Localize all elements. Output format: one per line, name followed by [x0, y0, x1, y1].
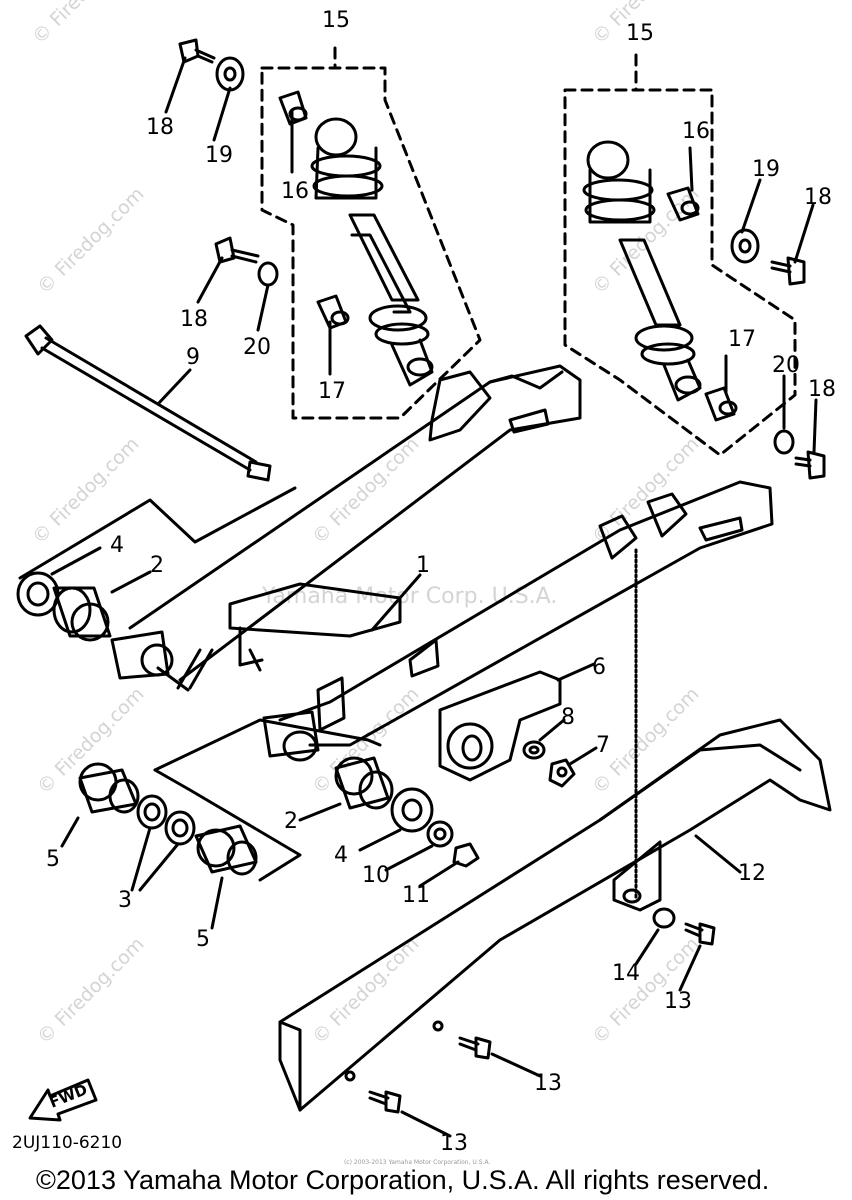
bushing-16-left	[278, 90, 308, 126]
bolt-18-upper	[178, 38, 216, 64]
part-label: 14	[612, 961, 640, 986]
part-label: 15	[626, 21, 654, 46]
fwd-label: FWD	[47, 1080, 90, 1111]
bushing-16-right	[666, 186, 700, 222]
part-label: 15	[322, 8, 350, 33]
left-shock-absorber	[310, 117, 434, 387]
part-label: 13	[440, 1131, 468, 1156]
nut-20-left	[257, 261, 279, 287]
watermark: © Firedog.com	[33, 183, 148, 298]
part-label: 6	[592, 655, 606, 680]
leader-group-lower2	[153, 768, 302, 882]
chain-case-12	[278, 548, 832, 1112]
watermark: © Firedog.com	[308, 433, 423, 548]
part-label: 16	[682, 119, 710, 144]
part-label: 17	[728, 327, 756, 352]
part-label: 17	[318, 379, 346, 404]
part-label: 20	[772, 353, 800, 378]
pivot-shaft-9	[24, 324, 272, 482]
rear-arm-1	[110, 364, 774, 762]
part-label: 2	[150, 553, 164, 578]
part-label: 19	[752, 157, 780, 182]
part-label: 18	[146, 115, 174, 140]
bolt-13-mid	[458, 1036, 492, 1060]
fwd-arrow-icon	[28, 1078, 98, 1122]
part-label: 9	[186, 345, 200, 370]
right-shock-absorber	[582, 140, 702, 402]
washer-19-right	[730, 228, 760, 264]
part-label: 12	[738, 861, 766, 886]
chain-puller-6	[438, 670, 562, 782]
part-label: 19	[205, 143, 233, 168]
part-labels: 15 15 18 19 16 16 19 18 18 20 9 17 17 20…	[46, 8, 836, 1156]
part-label: 18	[804, 185, 832, 210]
part-label: 5	[46, 847, 60, 872]
collar-3-a	[136, 794, 168, 830]
bolt-18-right-upper	[770, 256, 806, 286]
bushing-5-right	[194, 824, 258, 876]
watermark: © Firedog.com	[308, 933, 423, 1048]
bushing-5-left	[78, 762, 140, 814]
part-label: 10	[362, 863, 390, 888]
nut-7	[548, 758, 576, 788]
part-label: 18	[180, 307, 208, 332]
part-label: 13	[664, 989, 692, 1014]
washer-14	[652, 907, 676, 929]
washer-19-upper	[215, 56, 245, 92]
nut-20-right	[773, 429, 795, 455]
oil-seal-4-upper	[16, 571, 60, 617]
part-label: 1	[416, 553, 430, 578]
bushing-2-upper	[52, 586, 112, 642]
drawing-code: 2UJ110-6210	[12, 1133, 122, 1153]
copyright-notice: ©2013 Yamaha Motor Corporation, U.S.A. A…	[36, 1165, 769, 1195]
collar-3-b	[164, 810, 196, 846]
part-label: 13	[534, 1071, 562, 1096]
nut-11	[452, 842, 480, 868]
oil-seal-4-lower	[390, 787, 434, 833]
bushing-17-left	[316, 294, 350, 330]
part-label: 16	[281, 179, 309, 204]
leader-group-left	[18, 486, 297, 580]
bushing-17-right	[704, 386, 738, 422]
leader-group-lower	[153, 718, 382, 772]
watermark: © Firedog.com	[588, 433, 703, 548]
part-label: 4	[110, 533, 124, 558]
watermark: © Firedog.com	[33, 933, 148, 1048]
washer-8	[522, 740, 546, 760]
bushing-2-lower	[334, 756, 394, 810]
bolt-18-mid	[214, 236, 260, 264]
bolt-13-right	[684, 922, 716, 946]
line-art	[16, 38, 832, 1138]
small-print: (c) 2003-2013 Yamaha Motor Corporation, …	[344, 1159, 490, 1166]
right-shock-group-box	[563, 88, 797, 457]
bolt-18-right-lower	[794, 450, 826, 480]
part-label: 20	[243, 335, 271, 360]
watermark: © Firedog.com	[28, 0, 143, 49]
washer-10	[426, 820, 454, 848]
watermark: © Firedog.com	[28, 433, 143, 548]
part-label: 2	[284, 809, 298, 834]
part-label: 5	[196, 927, 210, 952]
part-label: 3	[118, 888, 132, 913]
part-label: 8	[561, 705, 575, 730]
leader-lines	[50, 56, 818, 1138]
part-label: 18	[808, 377, 836, 402]
part-label: 7	[596, 733, 610, 758]
part-label: 4	[334, 843, 348, 868]
bolt-13-lower	[368, 1090, 402, 1114]
part-label: 11	[402, 883, 430, 908]
